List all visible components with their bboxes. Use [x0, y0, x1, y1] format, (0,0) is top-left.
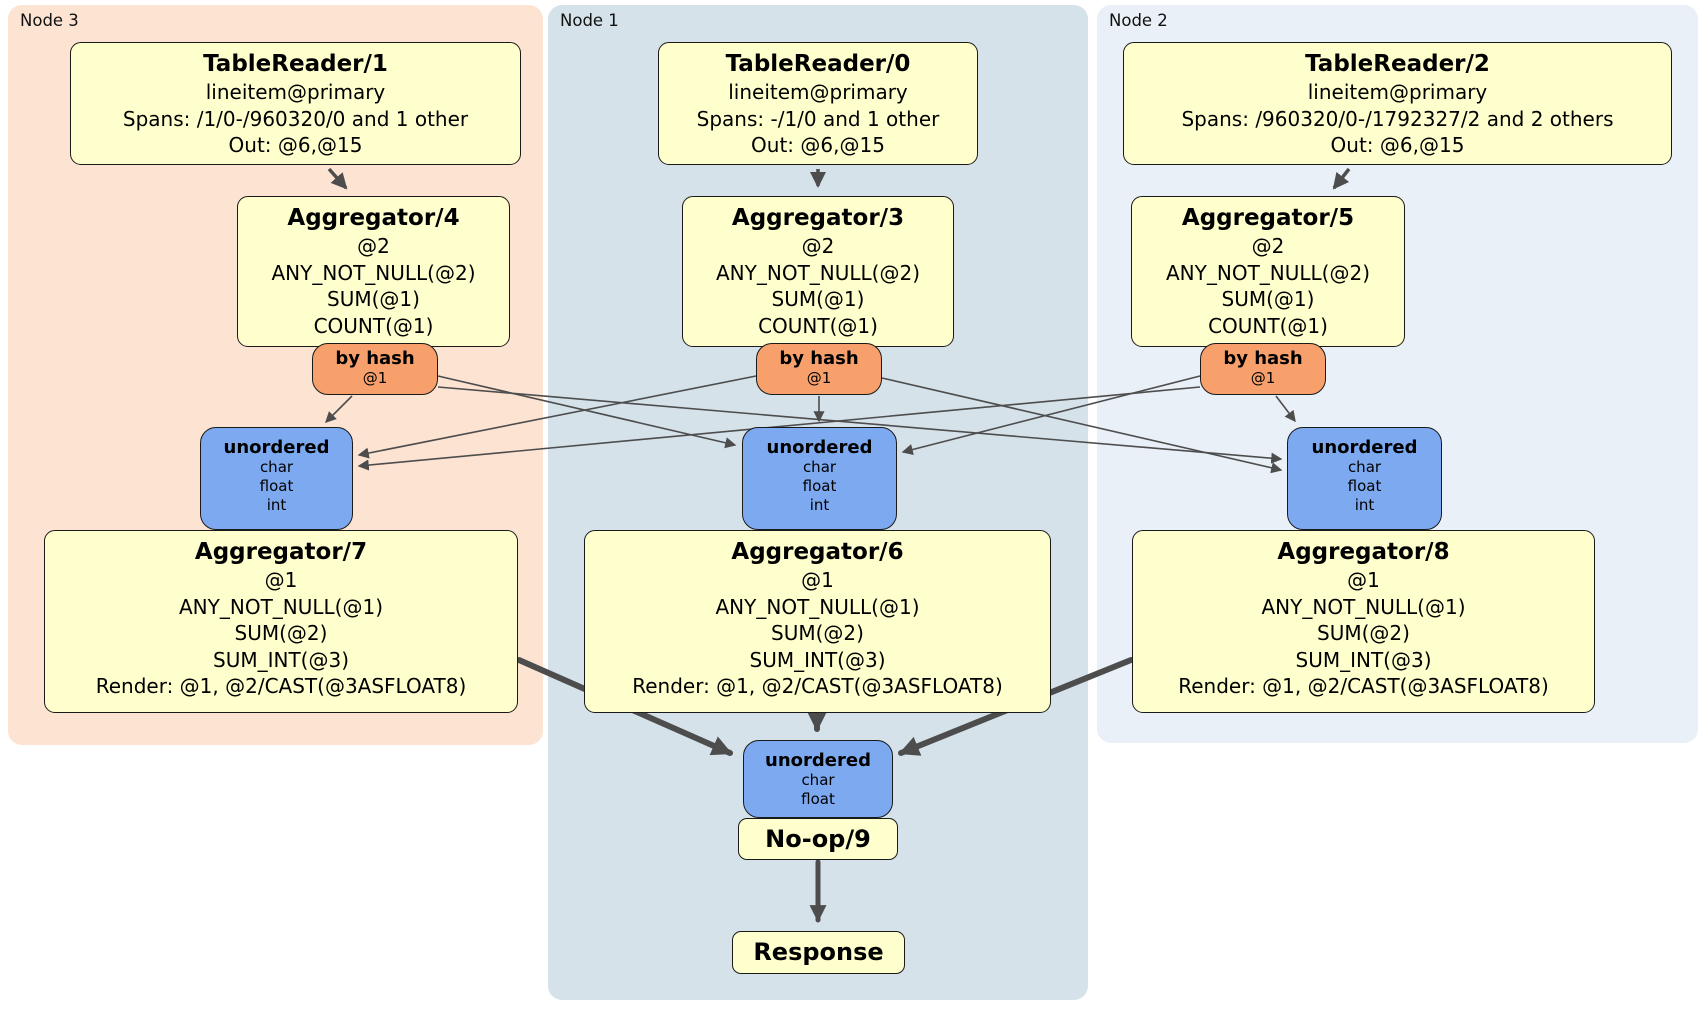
- processor-title: Aggregator/8: [1277, 539, 1450, 565]
- edge-hash2-sync1: [901, 375, 1201, 455]
- sync-detail: int: [266, 496, 287, 514]
- processor-detail: ANY_NOT_NULL(@2): [716, 260, 920, 285]
- processor-detail: @2: [801, 234, 835, 258]
- sync-detail: char: [1347, 458, 1382, 476]
- edge-hash2-sync3: [357, 386, 1201, 471]
- edge-tr2-agg5: [1332, 167, 1351, 190]
- edge-hash1-sync2: [881, 377, 1283, 474]
- sync-detail: char: [259, 458, 294, 476]
- processor-title: Aggregator/7: [194, 539, 368, 565]
- response-box: Response: [732, 931, 905, 974]
- processor-title: Aggregator/6: [731, 539, 904, 565]
- processor-detail: Out: @6,@15: [751, 133, 885, 157]
- response-title: Response: [753, 938, 884, 966]
- sync-title: unordered: [1311, 437, 1418, 458]
- edge-tr1-agg4: [327, 167, 348, 190]
- aggregator-box: Aggregator/6 @1 ANY_NOT_NULL(@1) SUM(@2)…: [584, 530, 1051, 713]
- processor-detail: @1: [264, 568, 298, 592]
- processor-detail: COUNT(@1): [1208, 313, 1328, 338]
- aggregator-box: Aggregator/5 @2 ANY_NOT_NULL(@2) SUM(@1)…: [1131, 196, 1405, 347]
- table-reader-box: TableReader/0 lineitem@primary Spans: -/…: [658, 42, 978, 165]
- final-unordered-sync-box: unordered char float: [743, 740, 893, 818]
- aggregator-box: Aggregator/3 @2 ANY_NOT_NULL(@2) SUM(@1)…: [682, 196, 954, 347]
- processor-detail: ANY_NOT_NULL(@2): [1166, 260, 1370, 285]
- unordered-sync-box: unordered char float int: [200, 427, 353, 530]
- hash-router-box: by hash @1: [756, 343, 882, 395]
- sync-detail: char: [801, 771, 835, 789]
- router-detail: @1: [806, 369, 832, 387]
- processor-title: TableReader/1: [203, 51, 388, 77]
- processor-detail: Out: @6,@15: [1330, 133, 1465, 157]
- processor-detail: lineitem@primary: [205, 80, 386, 104]
- table-reader-box: TableReader/2 lineitem@primary Spans: /9…: [1123, 42, 1672, 165]
- processor-detail: @1: [1347, 568, 1380, 592]
- noop-title: No-op/9: [765, 825, 871, 853]
- processor-detail: Render: @1, @2/CAST(@3ASFLOAT8): [95, 674, 467, 698]
- hash-router-box: by hash @1: [1200, 343, 1326, 395]
- processor-detail: COUNT(@1): [313, 313, 434, 338]
- node-label: Node 3: [20, 11, 79, 30]
- aggregator-box: Aggregator/8 @1 ANY_NOT_NULL(@1) SUM(@2)…: [1132, 530, 1595, 713]
- processor-detail: Out: @6,@15: [228, 133, 363, 157]
- processor-detail: SUM_INT(@3): [749, 647, 886, 672]
- processor-title: TableReader/2: [1305, 51, 1490, 77]
- router-title: by hash: [335, 348, 415, 369]
- sync-detail: float: [802, 477, 837, 495]
- router-title: by hash: [779, 348, 859, 369]
- processor-detail: Spans: /1/0-/960320/0 and 1 other: [122, 106, 469, 131]
- processor-detail: SUM(@2): [771, 621, 864, 645]
- processor-detail: lineitem@primary: [728, 80, 908, 104]
- edge-hash3-sync3: [325, 395, 353, 423]
- processor-detail: Spans: /960320/0-/1792327/2 and 2 others: [1181, 106, 1614, 131]
- processor-detail: SUM(@2): [1317, 621, 1410, 645]
- edge-hash2-sync2: [1275, 395, 1296, 423]
- edge-hash3-sync2: [437, 386, 1283, 464]
- sync-detail: char: [802, 458, 837, 476]
- processor-title: Aggregator/3: [731, 205, 905, 231]
- noop-box: No-op/9: [738, 818, 898, 860]
- processor-detail: ANY_NOT_NULL(@1): [179, 594, 383, 619]
- node-label: Node 2: [1109, 11, 1168, 30]
- sync-detail: float: [801, 790, 835, 808]
- processor-detail: @2: [1251, 234, 1285, 258]
- processor-title: Aggregator/5: [1181, 205, 1355, 231]
- table-reader-box: TableReader/1 lineitem@primary Spans: /1…: [70, 42, 521, 165]
- processor-detail: @1: [801, 568, 834, 592]
- sync-detail: int: [1354, 496, 1375, 514]
- processor-detail: SUM(@1): [771, 287, 865, 311]
- sync-detail: float: [1347, 477, 1382, 495]
- processor-detail: SUM_INT(@3): [213, 647, 349, 672]
- processor-title: TableReader/0: [725, 51, 911, 77]
- router-title: by hash: [1223, 348, 1303, 369]
- aggregator-box: Aggregator/4 @2 ANY_NOT_NULL(@2) SUM(@1)…: [237, 196, 510, 347]
- hash-router-box: by hash @1: [312, 343, 438, 395]
- aggregator-box: Aggregator/7 @1 ANY_NOT_NULL(@1) SUM(@2)…: [44, 530, 518, 713]
- processor-detail: SUM_INT(@3): [1295, 647, 1432, 672]
- unordered-sync-box: unordered char float int: [742, 427, 897, 530]
- sync-detail: float: [259, 477, 294, 495]
- unordered-sync-box: unordered char float int: [1287, 427, 1442, 530]
- processor-detail: Render: @1, @2/CAST(@3ASFLOAT8): [1178, 674, 1549, 698]
- sync-title: unordered: [223, 437, 330, 458]
- processor-detail: Spans: -/1/0 and 1 other: [696, 106, 940, 131]
- processor-detail: SUM(@2): [234, 621, 328, 645]
- sync-title: unordered: [765, 750, 871, 771]
- edge-hash1-sync3: [357, 375, 757, 459]
- processor-detail: ANY_NOT_NULL(@1): [715, 594, 920, 619]
- processor-detail: lineitem@primary: [1307, 80, 1488, 104]
- processor-detail: SUM(@1): [327, 287, 420, 311]
- processor-detail: @2: [357, 234, 390, 258]
- sync-detail: int: [809, 496, 830, 514]
- node-label: Node 1: [560, 11, 619, 30]
- processor-detail: ANY_NOT_NULL(@1): [1261, 594, 1466, 619]
- processor-detail: Render: @1, @2/CAST(@3ASFLOAT8): [632, 674, 1003, 698]
- router-detail: @1: [1250, 369, 1276, 387]
- processor-detail: SUM(@1): [1221, 287, 1315, 311]
- router-detail: @1: [362, 369, 388, 387]
- processor-title: Aggregator/4: [287, 205, 460, 231]
- sync-title: unordered: [766, 437, 873, 458]
- processor-detail: COUNT(@1): [758, 313, 878, 338]
- processor-detail: ANY_NOT_NULL(@2): [271, 260, 476, 285]
